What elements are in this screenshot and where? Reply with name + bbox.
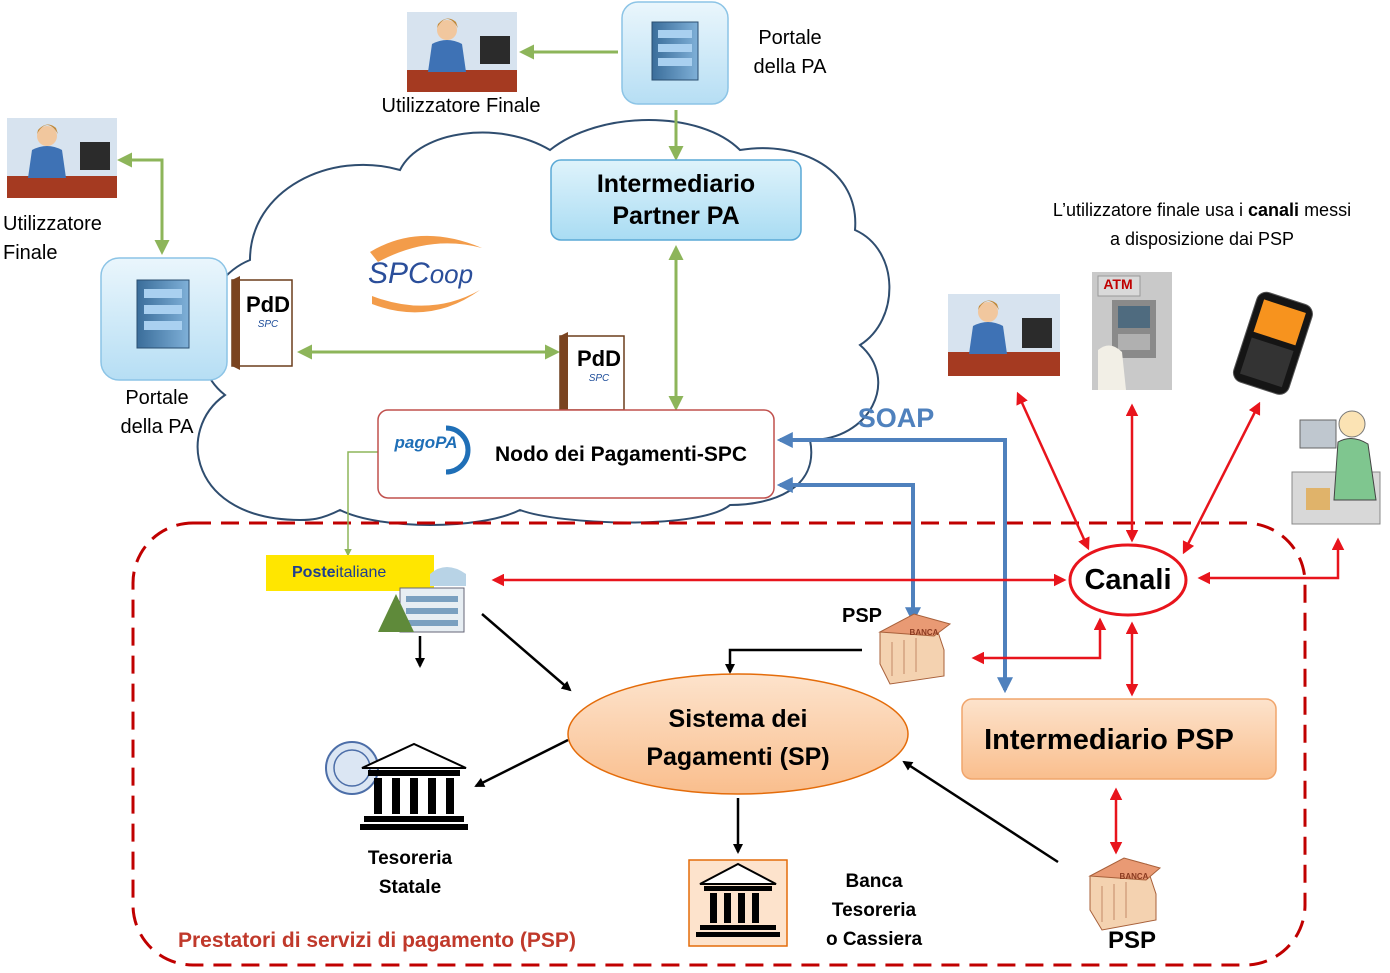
- canali-ellipse: [1068, 543, 1188, 617]
- channel-office-picture: [948, 294, 1060, 376]
- psp-region-label: Prestatori di servizi di pagamento (PSP): [178, 929, 576, 952]
- pagopa-logo-arc: [445, 425, 471, 475]
- cashier-picture: [1291, 410, 1381, 525]
- soap-label: SOAP: [857, 403, 935, 433]
- psp-top-bank-label: BANCA: [909, 628, 939, 637]
- pdd-left-subtitle: SPC: [257, 319, 279, 330]
- spcoop-swoosh: [370, 235, 482, 262]
- banca-tesoreria-temple-icon: [688, 859, 788, 947]
- nodo-pagamenti-box: [377, 409, 775, 499]
- top-portal-server-icon: [621, 1, 729, 105]
- sistema-pagamenti-ellipse: [567, 673, 909, 795]
- psp-top-bank-icon: [878, 613, 952, 685]
- poste-building-icon: [378, 567, 466, 633]
- atm-label: ATM: [1103, 276, 1133, 292]
- psp-bottom-bank-icon: [1088, 857, 1162, 931]
- pdd-left-title: PdD: [246, 292, 290, 317]
- pdd-right-title: PdD: [577, 346, 621, 371]
- settlement-connections: [415, 613, 1059, 864]
- pagopa-logo: pagoPA: [394, 433, 458, 452]
- pdd-left-door: [231, 276, 293, 370]
- intermediario-psp-label: Intermediario PSP: [984, 724, 1234, 756]
- top-user-label: Utilizzatore Finale: [381, 95, 541, 117]
- poste-logo-banner: [266, 555, 434, 591]
- channels-note: L’utilizzatore finale usa i canali messi…: [1052, 200, 1352, 249]
- poste-green-link: [344, 451, 378, 557]
- atm-picture: [1092, 272, 1172, 390]
- psp-bottom-label: PSP: [1107, 927, 1157, 954]
- psp-region-border: [131, 521, 1307, 967]
- top-user-picture: [407, 12, 517, 92]
- left-user-picture: [7, 118, 117, 198]
- left-portal-server-icon: [100, 257, 228, 381]
- poste-logo: Posteitaliane: [292, 564, 387, 581]
- intermediario-pa-box: [550, 159, 802, 241]
- psp-top-label: PSP: [841, 605, 883, 627]
- intermediario-psp-box: [961, 698, 1277, 780]
- canali-connections: [491, 391, 1345, 855]
- green-connections: [117, 44, 684, 411]
- canali-label: Canali: [1084, 564, 1172, 596]
- pdd-right-subtitle: SPC: [588, 373, 610, 384]
- nodo-pagamenti-label: Nodo dei Pagamenti-SPC: [494, 443, 748, 466]
- smartphone-picture: [1232, 291, 1313, 395]
- tesoreria-temple-icon: [360, 742, 468, 830]
- psp-bottom-bank-label: BANCA: [1119, 872, 1149, 881]
- spcoop-logo: SPCoop: [368, 257, 474, 290]
